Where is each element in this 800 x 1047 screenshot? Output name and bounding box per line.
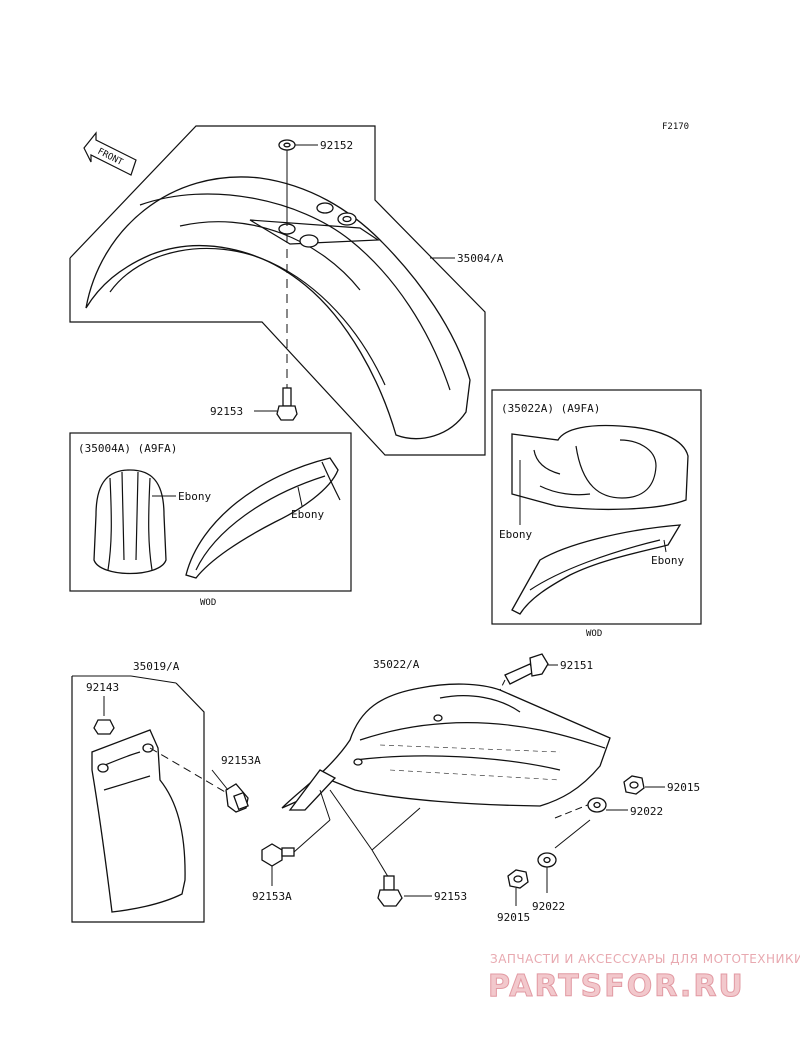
nut-92015-bottom bbox=[507, 869, 529, 889]
watermark-logo: PARTSFOR.RU bbox=[488, 969, 745, 1004]
bolt-92153-top bbox=[276, 387, 298, 421]
label-92153a-left: 92153A bbox=[221, 754, 261, 767]
label-92143: 92143 bbox=[86, 681, 119, 694]
variant-left-header: (35004A) (A9FA) bbox=[78, 442, 177, 455]
front-fender bbox=[85, 176, 471, 440]
label-92153a-bottom: 92153A bbox=[252, 890, 292, 903]
flap-group: 35019/A 92143 92153A bbox=[71, 660, 261, 923]
figure-code: F2170 bbox=[662, 122, 689, 132]
label-92015-right: 92015 bbox=[667, 781, 700, 794]
front-direction-arrow: FRONT bbox=[83, 131, 137, 176]
variant-right-color-2: Ebony bbox=[651, 554, 684, 567]
label-92153-top: 92153 bbox=[210, 405, 243, 418]
variant-box-35004a: (35004A) (A9FA) Ebony Ebony WOD bbox=[69, 432, 352, 608]
nut-92143 bbox=[93, 719, 115, 735]
label-92151: 92151 bbox=[560, 659, 593, 672]
variant-left-color-2: Ebony bbox=[291, 508, 324, 521]
variant-right-color-1: Ebony bbox=[499, 528, 532, 541]
watermark-tagline: ЗАПЧАСТИ И АКСЕССУАРЫ ДЛЯ МОТОТЕХНИКИ bbox=[490, 952, 800, 966]
label-92015-bottom: 92015 bbox=[497, 911, 530, 924]
nut-92015-right bbox=[623, 775, 645, 795]
label-35004a: 35004/A bbox=[457, 252, 504, 265]
bolt-92153a-left bbox=[225, 783, 249, 813]
flap bbox=[91, 729, 186, 913]
front-fender-outline bbox=[69, 125, 486, 456]
variant-right-header: (35022A) (A9FA) bbox=[501, 402, 600, 415]
variant-left-color-1: Ebony bbox=[178, 490, 211, 503]
bolt-92151 bbox=[504, 653, 549, 685]
front-fender-group: 92152 92153 35004/A bbox=[69, 125, 504, 456]
bolt-92153-bottom bbox=[377, 875, 403, 907]
label-92153-bottom: 92153 bbox=[434, 890, 467, 903]
watermark: ЗАПЧАСТИ И АКСЕССУАРЫ ДЛЯ МОТОТЕХНИКИ PA… bbox=[488, 952, 800, 1005]
side-cover-group: 35022/A 92151 92015 bbox=[252, 653, 700, 924]
label-35019a: 35019/A bbox=[133, 660, 180, 673]
label-92022-right: 92022 bbox=[630, 805, 663, 818]
label-35022a: 35022/A bbox=[373, 658, 420, 671]
label-92152: 92152 bbox=[320, 139, 353, 152]
washer-92022-right bbox=[587, 797, 607, 813]
side-cover bbox=[281, 683, 611, 809]
variant-box-35022a: (35022A) (A9FA) Ebony Ebony WOD bbox=[491, 389, 702, 639]
label-92022-bottom: 92022 bbox=[532, 900, 565, 913]
variant-left-footer: WOD bbox=[200, 598, 216, 608]
bolt-92153a-bottom bbox=[261, 843, 295, 867]
variant-right-footer: WOD bbox=[586, 629, 602, 639]
washer-92022-bottom bbox=[537, 852, 557, 868]
